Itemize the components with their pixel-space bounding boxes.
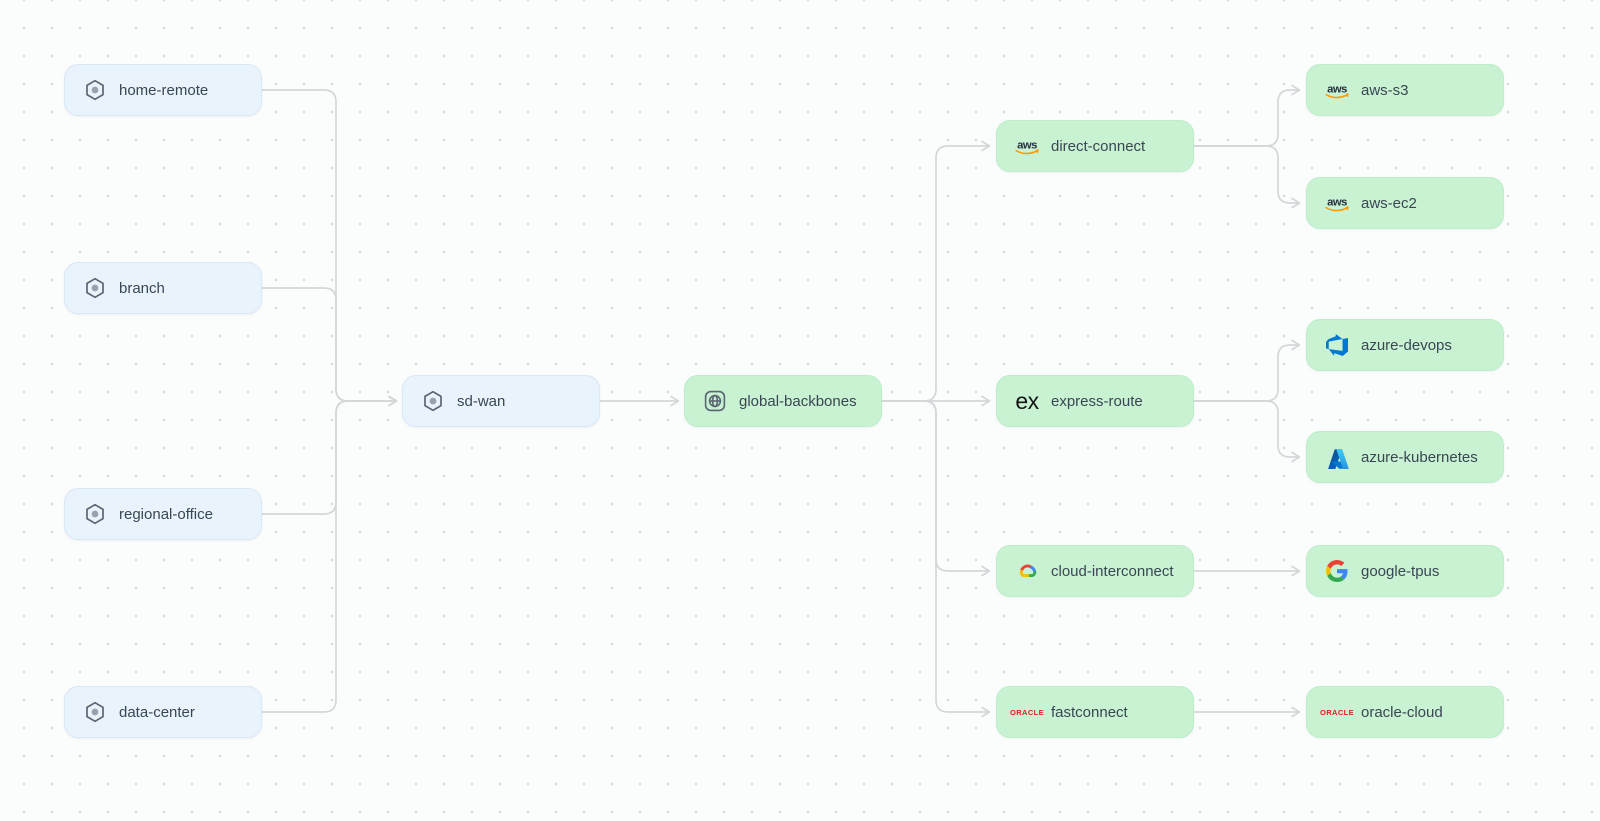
edge-direct-connect-to-aws-s3 [1194,84,1301,147]
svg-text:aws: aws [1327,83,1347,95]
oracle-logo-icon: ORACLE [1009,707,1045,717]
node-label: direct-connect [1051,137,1146,155]
node-label: express-route [1051,392,1143,410]
node-label: home-remote [119,81,209,99]
network-node-icon [80,502,110,526]
aws-logo-icon: aws [1012,137,1042,156]
edge-data-center-to-sd-wan [262,395,398,713]
google-cloud-logo-icon [1012,560,1042,583]
edge-branch-to-sd-wan [262,287,398,407]
network-node-icon [418,389,448,413]
svg-text:aws: aws [1017,139,1037,151]
node-label: azure-devops [1361,336,1452,354]
node-aws-s3[interactable]: aws aws-s3 [1306,64,1504,116]
node-label: azure-kubernetes [1361,448,1478,466]
node-azure-devops[interactable]: azure-devops [1306,319,1504,371]
node-label: data-center [119,703,195,721]
node-oracle-cloud[interactable]: ORACLE oracle-cloud [1306,686,1504,738]
node-label: aws-s3 [1361,81,1409,99]
azure-devops-logo-icon [1322,334,1352,356]
node-google-tpus[interactable]: google-tpus [1306,545,1504,597]
network-node-icon [80,78,110,102]
edge-global-backbones-to-fastconnect [882,400,991,718]
node-data-center[interactable]: data-center [64,686,262,738]
node-express-route[interactable]: ex express-route [996,375,1194,427]
edge-global-backbones-to-direct-connect [882,140,991,402]
node-sd-wan[interactable]: sd-wan [402,375,600,427]
node-label: fastconnect [1051,703,1128,721]
aws-logo-icon: aws [1322,81,1352,100]
node-home-remote[interactable]: home-remote [64,64,262,116]
network-node-icon [80,276,110,300]
node-regional-office[interactable]: regional-office [64,488,262,540]
node-label: cloud-interconnect [1051,562,1174,580]
edge-regional-office-to-sd-wan [262,395,398,515]
node-label: branch [119,279,165,297]
globe-icon [700,389,730,413]
node-label: global-backbones [739,392,857,410]
node-fastconnect[interactable]: ORACLE fastconnect [996,686,1194,738]
aws-logo-icon: aws [1322,194,1352,213]
azure-logo-icon [1322,446,1352,469]
node-label: aws-ec2 [1361,194,1417,212]
node-label: google-tpus [1361,562,1440,580]
node-label: regional-office [119,505,213,523]
express-logo-icon: ex [1015,387,1039,414]
network-node-icon [80,700,110,724]
node-direct-connect[interactable]: aws direct-connect [996,120,1194,172]
google-logo-icon [1322,560,1352,582]
node-label: sd-wan [457,392,506,410]
edge-direct-connect-to-aws-ec2 [1194,145,1301,209]
edge-express-route-to-azure-kubernetes [1194,400,1301,463]
node-azure-kubernetes[interactable]: azure-kubernetes [1306,431,1504,483]
edge-home-remote-to-sd-wan [262,89,398,407]
edge-express-route-to-azure-devops [1194,339,1301,402]
node-label: oracle-cloud [1361,703,1443,721]
oracle-logo-icon: ORACLE [1319,707,1355,717]
svg-text:aws: aws [1327,196,1347,208]
node-branch[interactable]: branch [64,262,262,314]
node-cloud-interconnect[interactable]: cloud-interconnect [996,545,1194,597]
node-aws-ec2[interactable]: aws aws-ec2 [1306,177,1504,229]
node-global-backbones[interactable]: global-backbones [684,375,882,427]
